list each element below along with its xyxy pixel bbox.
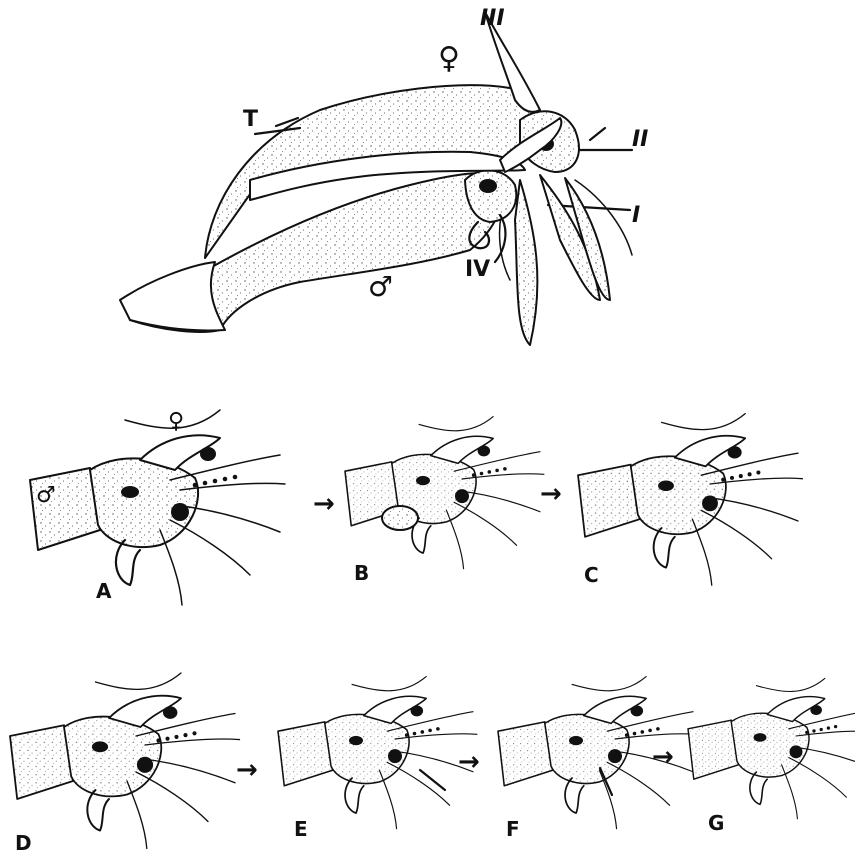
arrow-A-B: →	[313, 489, 335, 519]
arrow-B-C: →	[540, 479, 562, 509]
male-symbol-label: ♂	[368, 270, 393, 303]
stage-panel-E	[278, 677, 477, 829]
stage-A-female-label: ♀	[168, 409, 184, 434]
stage-panel-C	[578, 414, 802, 586]
tentacle-label: T	[243, 107, 258, 132]
arm-4-label: IV	[465, 257, 490, 282]
arm-1-label: I	[632, 203, 640, 228]
stage-panel-B	[345, 417, 544, 569]
stage-label-A: A	[96, 579, 112, 603]
stage-label-F: F	[506, 817, 520, 841]
stage-panel-A	[30, 410, 285, 605]
arm-3-label: III	[480, 6, 505, 31]
stage-A-male-label: ♂	[36, 483, 56, 508]
arrow-D-E: →	[236, 755, 258, 785]
stage-label-G: G	[708, 811, 724, 835]
stage-label-B: B	[354, 561, 369, 585]
stage-label-C: C	[584, 563, 599, 587]
arrow-F-G: →	[652, 742, 674, 772]
stage-panel-G	[688, 678, 855, 818]
stage-label-D: D	[15, 831, 32, 855]
stage-panel-D	[10, 673, 240, 849]
female-symbol-label: ♀	[438, 41, 460, 76]
stage-label-E: E	[294, 817, 308, 841]
arrow-E-F: →	[458, 747, 480, 777]
arm-2-label: II	[632, 127, 648, 152]
